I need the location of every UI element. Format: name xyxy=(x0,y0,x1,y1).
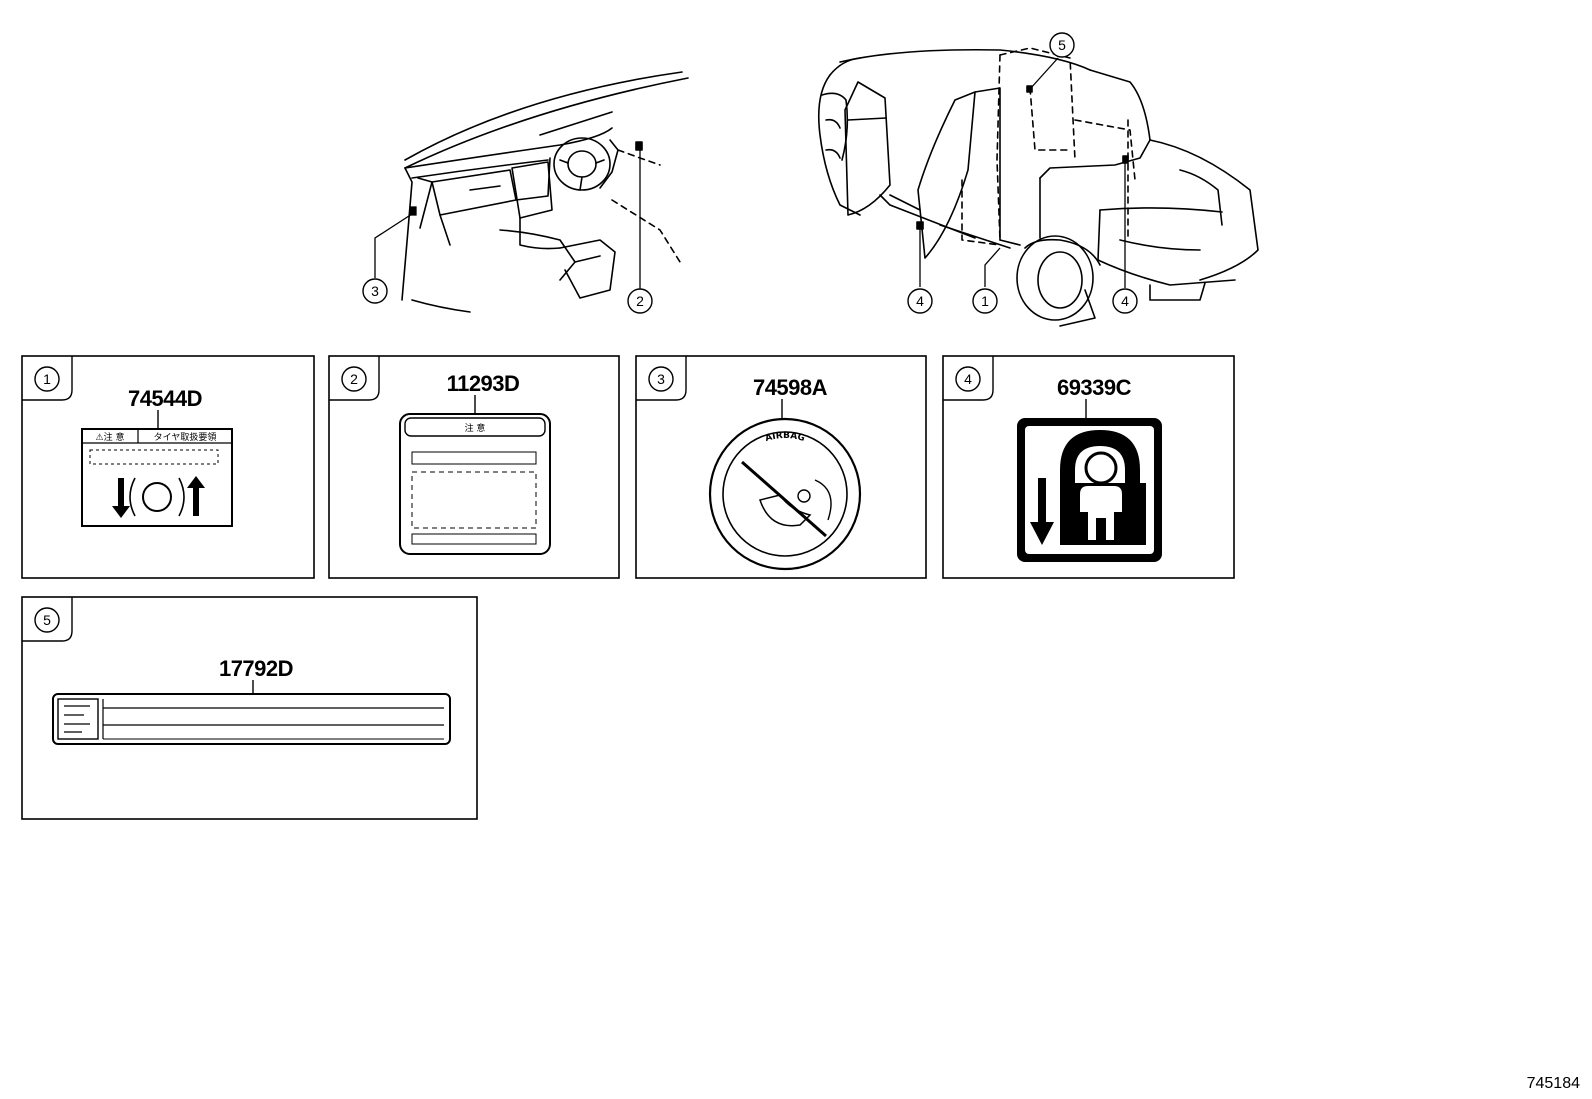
exterior-leaders xyxy=(919,57,1126,288)
panel-index-badge xyxy=(341,366,367,392)
callout-number: 3 xyxy=(371,283,379,299)
panel-index-badge xyxy=(955,366,981,392)
interior-leaders xyxy=(374,206,417,278)
caution-label: 注 意 xyxy=(399,413,551,555)
panel-2: 2 11293D 注 意 xyxy=(328,355,620,579)
callout-number: 2 xyxy=(636,293,644,309)
part-number: 17792D xyxy=(219,656,293,681)
diagram-id: 745184 xyxy=(1527,1075,1580,1092)
panel-index: 2 xyxy=(350,371,358,387)
panel-5: 5 17792D xyxy=(21,596,478,820)
panel-index: 1 xyxy=(43,371,51,387)
panel-index: 3 xyxy=(657,371,665,387)
panel-1: 1 74544D ⚠注 意 タイヤ取扱要領 xyxy=(21,355,315,579)
exterior-overview-illustration xyxy=(817,47,1259,327)
panel-index: 5 xyxy=(43,612,51,628)
airbag-text: AIRBAG xyxy=(764,431,806,444)
padlock-shackle-icon xyxy=(1060,430,1140,495)
callout-interior-3: 3 xyxy=(362,278,388,304)
callout-number: 1 xyxy=(981,293,989,309)
tire-handling-label: ⚠注 意 タイヤ取扱要領 xyxy=(81,428,233,527)
callout-interior-2: 2 xyxy=(627,288,653,314)
child-lock-label xyxy=(1017,418,1162,562)
part-number: 69339C xyxy=(1057,375,1132,400)
airbag-warning-label: AIRBAG xyxy=(708,417,862,571)
part-number: 74544D xyxy=(128,386,202,411)
arrow-up-icon xyxy=(187,476,205,516)
info-icon xyxy=(64,705,90,733)
part-number: 74598A xyxy=(753,375,828,400)
label-caution-text: ⚠注 意 xyxy=(96,431,125,443)
child-figure-icon xyxy=(1080,486,1122,540)
callout-number: 5 xyxy=(1058,37,1066,53)
panel-index-badge xyxy=(648,366,674,392)
callout-exterior-1: 1 xyxy=(972,288,998,314)
arrow-down-icon xyxy=(1030,478,1054,545)
panel-3: 3 74598A AIRBAG xyxy=(635,355,927,579)
panel-index: 4 xyxy=(964,371,972,387)
interior-overview-illustration xyxy=(401,71,689,313)
callout-exterior-4-right: 4 xyxy=(1112,288,1138,314)
callout-exterior-4-left: 4 xyxy=(907,288,933,314)
panel-index-badge xyxy=(34,607,60,633)
label-title-text: タイヤ取扱要領 xyxy=(154,431,217,443)
child-seat-icon xyxy=(759,494,812,527)
part-number: 11293D xyxy=(447,371,520,396)
callout-exterior-5: 5 xyxy=(1049,32,1075,58)
panel-4: 4 69339C xyxy=(942,355,1235,579)
info-strip-label xyxy=(52,693,451,745)
callout-number: 4 xyxy=(1121,293,1129,309)
panel-index-badge xyxy=(34,366,60,392)
callout-number: 4 xyxy=(916,293,924,309)
label-caution-text: 注 意 xyxy=(465,422,486,434)
arrow-down-icon xyxy=(112,478,130,518)
